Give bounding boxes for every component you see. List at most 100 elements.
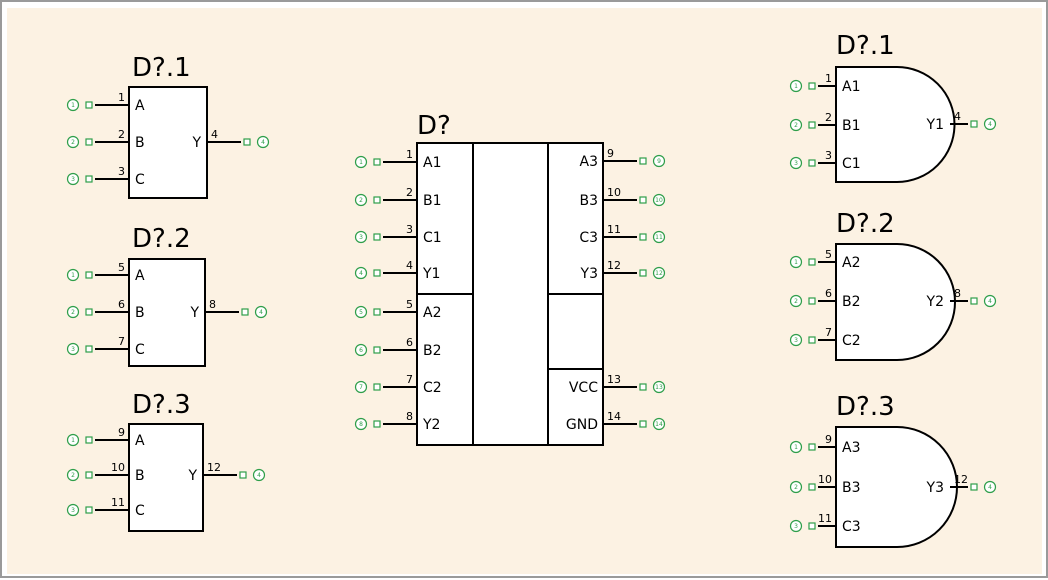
pin-connector[interactable]: 1 (354, 155, 381, 169)
pin-terminal[interactable] (970, 297, 978, 305)
connector-circle[interactable] (66, 503, 80, 517)
pin-terminal[interactable] (639, 269, 647, 277)
connector-circle[interactable] (66, 172, 80, 186)
connector-circle[interactable] (354, 193, 368, 207)
pin-terminal[interactable] (373, 233, 381, 241)
left-block-2[interactable]: D?.2 (128, 224, 206, 367)
pin-terminal[interactable] (373, 269, 381, 277)
pin-terminal[interactable] (243, 138, 251, 146)
pin-terminal[interactable] (85, 175, 93, 183)
pin-connector[interactable]: 14 (639, 417, 666, 431)
connector-circle[interactable] (66, 98, 80, 112)
pin-connector[interactable]: 4 (243, 135, 270, 149)
pin-terminal[interactable] (241, 308, 249, 316)
pin-terminal[interactable] (85, 436, 93, 444)
pin-terminal[interactable] (373, 308, 381, 316)
pin-connector[interactable]: 1 (66, 433, 93, 447)
pin-terminal[interactable] (970, 120, 978, 128)
pin-connector[interactable]: 13 (639, 380, 666, 394)
connector-circle[interactable] (66, 342, 80, 356)
connector-circle[interactable] (789, 519, 803, 533)
left-block-1[interactable]: D?.1 (128, 53, 208, 199)
connector-circle[interactable] (652, 154, 666, 168)
pin-terminal[interactable] (808, 258, 816, 266)
pin-terminal[interactable] (808, 121, 816, 129)
connector-circle[interactable] (354, 380, 368, 394)
pin-terminal[interactable] (373, 383, 381, 391)
connector-circle[interactable] (252, 468, 266, 482)
connector-circle[interactable] (789, 255, 803, 269)
connector-circle[interactable] (354, 230, 368, 244)
connector-circle[interactable] (789, 294, 803, 308)
pin-terminal[interactable] (373, 158, 381, 166)
connector-circle[interactable] (66, 468, 80, 482)
pin-connector[interactable]: 1 (789, 440, 816, 454)
pin-terminal[interactable] (808, 522, 816, 530)
pin-connector[interactable]: 1 (789, 255, 816, 269)
pin-terminal[interactable] (373, 346, 381, 354)
pin-terminal[interactable] (85, 471, 93, 479)
pin-terminal[interactable] (85, 138, 93, 146)
pin-terminal[interactable] (808, 483, 816, 491)
pin-connector[interactable]: 3 (789, 156, 816, 170)
pin-connector[interactable]: 3 (354, 230, 381, 244)
pin-connector[interactable]: 7 (354, 380, 381, 394)
pin-connector[interactable]: 8 (354, 417, 381, 431)
right-gate-2[interactable]: D?.2 (835, 209, 956, 361)
pin-connector[interactable]: 11 (639, 230, 666, 244)
connector-circle[interactable] (354, 155, 368, 169)
connector-circle[interactable] (983, 480, 997, 494)
pin-terminal[interactable] (639, 196, 647, 204)
connector-circle[interactable] (354, 266, 368, 280)
pin-connector[interactable]: 10 (639, 193, 666, 207)
connector-circle[interactable] (983, 294, 997, 308)
connector-circle[interactable] (256, 135, 270, 149)
connector-circle[interactable] (652, 193, 666, 207)
pin-connector[interactable]: 12 (639, 266, 666, 280)
pin-connector[interactable]: 1 (66, 98, 93, 112)
pin-connector[interactable]: 5 (354, 305, 381, 319)
connector-circle[interactable] (652, 230, 666, 244)
pin-terminal[interactable] (85, 345, 93, 353)
connector-circle[interactable] (66, 305, 80, 319)
right-gate-3[interactable]: D?.3 (835, 392, 958, 548)
pin-connector[interactable]: 2 (789, 294, 816, 308)
connector-circle[interactable] (254, 305, 268, 319)
pin-terminal[interactable] (808, 82, 816, 90)
pin-connector[interactable]: 2 (66, 305, 93, 319)
pin-connector[interactable]: 3 (789, 333, 816, 347)
connector-circle[interactable] (789, 480, 803, 494)
pin-terminal[interactable] (373, 196, 381, 204)
connector-circle[interactable] (789, 156, 803, 170)
pin-connector[interactable]: 2 (789, 480, 816, 494)
pin-terminal[interactable] (970, 483, 978, 491)
connector-circle[interactable] (354, 343, 368, 357)
pin-connector[interactable]: 3 (66, 503, 93, 517)
pin-connector[interactable]: 2 (66, 135, 93, 149)
pin-terminal[interactable] (85, 506, 93, 514)
connector-circle[interactable] (789, 79, 803, 93)
pin-connector[interactable]: 3 (66, 342, 93, 356)
pin-terminal[interactable] (239, 471, 247, 479)
pin-terminal[interactable] (85, 101, 93, 109)
pin-connector[interactable]: 6 (354, 343, 381, 357)
pin-terminal[interactable] (639, 383, 647, 391)
pin-connector[interactable]: 4 (970, 294, 997, 308)
pin-connector[interactable]: 1 (66, 268, 93, 282)
connector-circle[interactable] (66, 268, 80, 282)
connector-circle[interactable] (652, 380, 666, 394)
connector-circle[interactable] (789, 118, 803, 132)
pin-terminal[interactable] (808, 336, 816, 344)
pin-connector[interactable]: 4 (241, 305, 268, 319)
pin-terminal[interactable] (808, 159, 816, 167)
pin-terminal[interactable] (85, 308, 93, 316)
connector-circle[interactable] (354, 417, 368, 431)
pin-terminal[interactable] (373, 420, 381, 428)
pin-terminal[interactable] (808, 443, 816, 451)
connector-circle[interactable] (789, 333, 803, 347)
connector-circle[interactable] (652, 417, 666, 431)
pin-connector[interactable]: 4 (970, 117, 997, 131)
pin-connector[interactable]: 3 (789, 519, 816, 533)
connector-circle[interactable] (66, 433, 80, 447)
pin-connector[interactable]: 3 (66, 172, 93, 186)
